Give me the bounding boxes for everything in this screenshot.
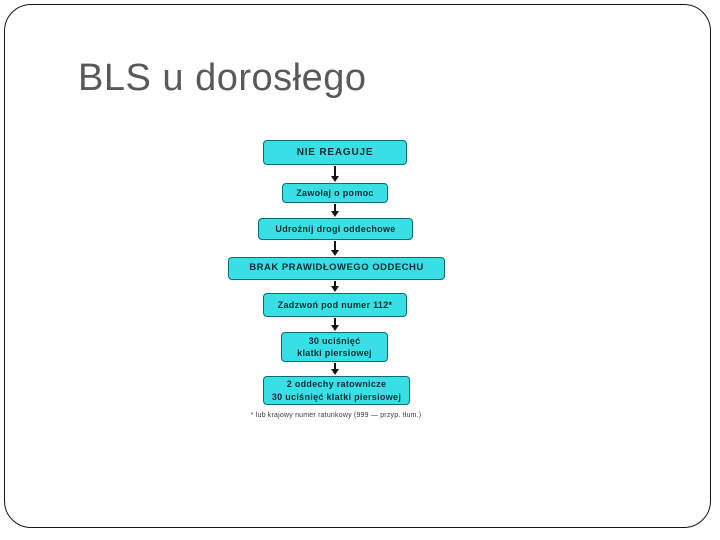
- arrow-down-icon: [327, 318, 343, 331]
- arrow-down-icon: [327, 281, 343, 292]
- flowchart-footnote: * lub krajowy numer ratunkowy (999 — prz…: [250, 412, 422, 419]
- flow-step-open-airway: Udrożnij drogi oddechowe: [258, 218, 413, 240]
- flow-step-call-112: Zadzwoń pod numer 112*: [263, 293, 407, 317]
- flow-step-rescue-breaths: 2 oddechy ratownicze 30 uciśnięć klatki …: [263, 376, 410, 405]
- arrow-down-icon: [327, 166, 343, 182]
- flow-step-30-compressions: 30 uciśnięć klatki piersiowej: [281, 332, 388, 362]
- arrow-down-icon: [327, 241, 343, 256]
- arrow-down-icon: [327, 363, 343, 375]
- flow-step-call-for-help: Zawołaj o pomoc: [282, 183, 388, 203]
- flow-step-no-response: NIE REAGUJE: [263, 140, 407, 165]
- slide-title: BLS u dorosłego: [78, 57, 367, 99]
- arrow-down-icon: [327, 204, 343, 217]
- flow-step-no-normal-breathing: BRAK PRAWIDŁOWEGO ODDECHU: [228, 257, 445, 280]
